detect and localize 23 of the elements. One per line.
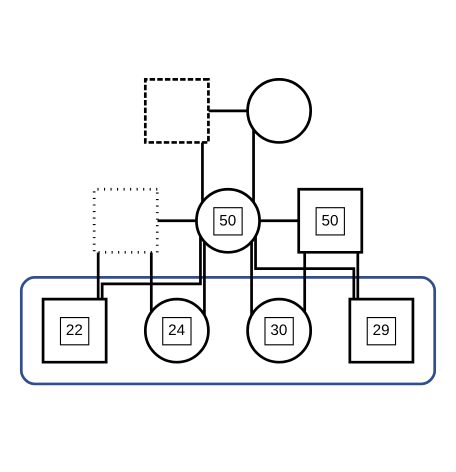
node-circle: 30: [246, 298, 312, 364]
connector: [252, 130, 255, 202]
connector: [303, 252, 306, 312]
node-circle: 50: [195, 188, 261, 254]
connector: [260, 219, 298, 222]
connector: [96, 252, 100, 299]
node-box: 29: [348, 298, 414, 364]
node-circle: [246, 78, 312, 144]
node-box: 50: [297, 188, 364, 254]
connector: [158, 219, 196, 222]
connector: [356, 252, 360, 299]
connector: [201, 142, 204, 202]
node-box: [92, 188, 159, 254]
node-box: [144, 78, 210, 144]
connector: [208, 110, 248, 112]
connector: [100, 236, 202, 299]
connector: [150, 252, 153, 312]
connector: [203, 242, 206, 316]
cluster: [20, 276, 436, 386]
connector: [254, 236, 356, 299]
node-box: 22: [42, 298, 108, 364]
node-circle: 24: [144, 298, 210, 364]
connector: [250, 242, 253, 316]
